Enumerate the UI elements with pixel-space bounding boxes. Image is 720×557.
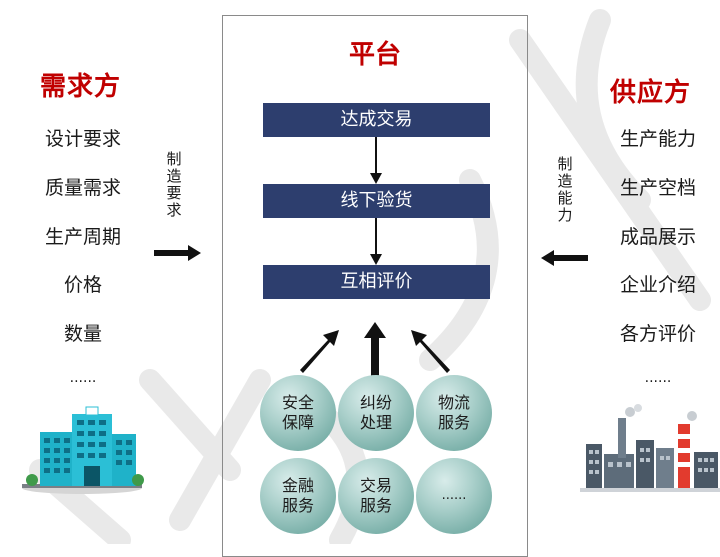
- arrow-left-icon: [541, 250, 588, 266]
- demand-arrow-label: 制造要求: [166, 150, 182, 219]
- demand-item: 数量: [63, 323, 102, 345]
- arrow-down-icon: [370, 137, 382, 184]
- supply-item: 各方评价: [619, 323, 696, 345]
- service-circle-finance: 金融服务: [260, 458, 336, 534]
- arrow-right-icon: [154, 245, 201, 261]
- supply-item: 企业介绍: [619, 274, 696, 296]
- service-circle-dispute: 纠纷处理: [338, 375, 414, 451]
- service-circle-more: ......: [416, 458, 492, 534]
- service-circle-trade: 交易服务: [338, 458, 414, 534]
- step-review: 互相评价: [263, 265, 490, 299]
- demand-title: 需求方: [40, 72, 122, 102]
- demand-item: 生产周期: [44, 226, 121, 248]
- demand-item: 质量需求: [44, 177, 121, 199]
- demand-item: ......: [69, 370, 97, 386]
- arrow-down-icon: [370, 218, 382, 265]
- factory-icon: [580, 404, 720, 492]
- supply-item: 生产空档: [619, 177, 696, 199]
- supply-item: 成品展示: [619, 226, 696, 248]
- service-circle-logistics: 物流服务: [416, 375, 492, 451]
- service-circle-security: 安全保障: [260, 375, 336, 451]
- supply-item: 生产能力: [619, 128, 696, 150]
- platform-title: 平台: [348, 40, 401, 70]
- demand-item: 设计要求: [44, 128, 121, 150]
- step-inspection: 线下验货: [263, 184, 490, 218]
- supply-arrow-label: 制造能力: [557, 155, 573, 224]
- step-deal: 达成交易: [263, 103, 490, 137]
- demand-item: 价格: [63, 274, 102, 296]
- supply-title: 供应方: [610, 78, 692, 108]
- office-building-icon: [22, 406, 144, 494]
- supply-item: ......: [644, 370, 672, 386]
- arrow-up-icon: [300, 322, 450, 376]
